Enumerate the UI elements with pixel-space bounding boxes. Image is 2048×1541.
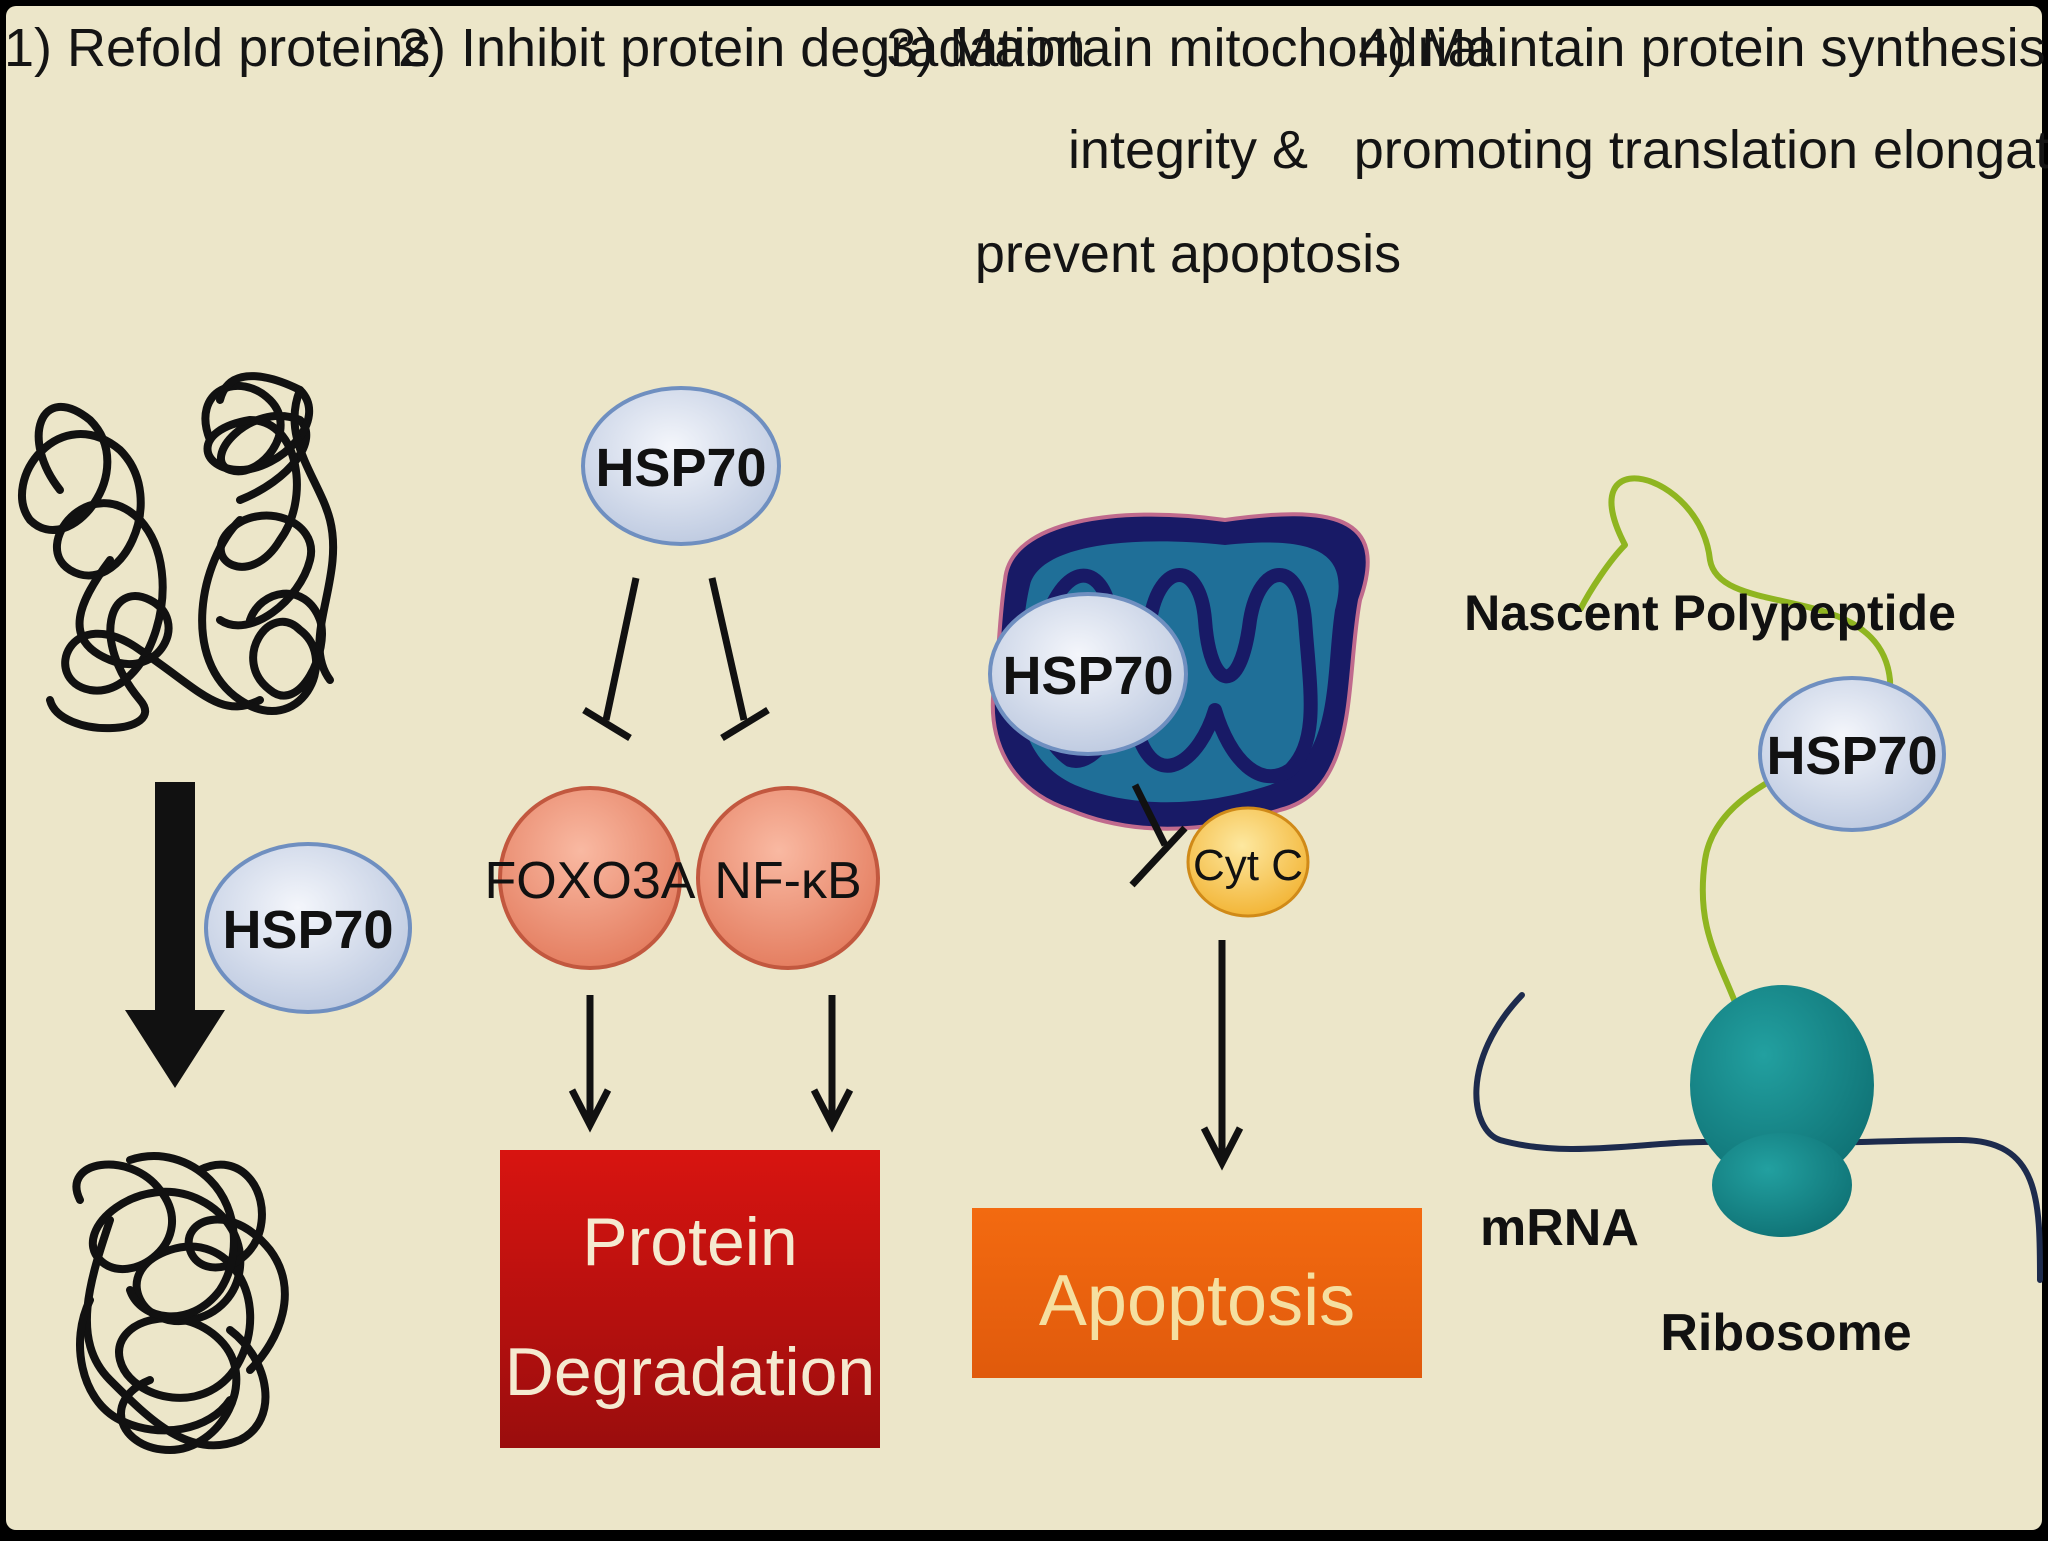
nascent-polypeptide-label: Nascent Polypeptide — [1464, 585, 1956, 641]
unfolded-protein-icon — [18, 372, 338, 733]
refold-arrow-head — [125, 1010, 225, 1088]
protein-degradation-label-line-2: Degradation — [505, 1334, 875, 1410]
inhibit-foxo3a-line — [602, 577, 640, 721]
foxo3a-node: FOXO3A — [485, 786, 696, 970]
panel-3-title-line-1: 3) Maintain mitochondrial — [886, 18, 1489, 78]
apoptosis-box: Apoptosis — [972, 1208, 1422, 1378]
inhibit-cytc-edge — [1129, 783, 1188, 888]
hsp70-label: HSP70 — [595, 438, 766, 498]
inhibit-nfkb-line — [708, 577, 748, 721]
panel-4-title-line-2: promoting translation elongation — [1354, 120, 2048, 180]
ribosome-icon — [1690, 985, 1874, 1237]
panel-1: HSP70 — [18, 372, 412, 1454]
refold-arrow-shaft — [155, 782, 195, 1012]
inhibit-foxo3a-bar — [582, 707, 632, 741]
hsp70-node: HSP70 — [204, 842, 412, 1014]
nfkb-label: NF-κB — [714, 852, 861, 910]
folded-protein-icon — [72, 1152, 289, 1454]
cytc-label: Cyt C — [1193, 841, 1303, 890]
hsp70-node: HSP70 — [1758, 676, 1946, 832]
panel-2-title: 2) Inhibit protein degradation — [398, 18, 1085, 78]
panel-4: Nascent Polypeptide HSP70 mRNA Ribosome — [1464, 475, 2043, 1362]
panel-3-title-line-2: integrity & — [1068, 120, 1308, 180]
nascent-polypeptide-chain — [1608, 475, 1894, 1018]
mrna-label: mRNA — [1480, 1199, 1639, 1257]
nascent-polypeptide-tail — [1577, 542, 1628, 612]
protein-degradation-box: Protein Degradation — [500, 1150, 880, 1448]
panel-1-title: 1) Refold proteins — [4, 18, 430, 78]
panel-titles: 1) Refold proteins 2) Inhibit protein de… — [4, 18, 2048, 284]
hsp70-node: HSP70 — [988, 592, 1188, 756]
panel-3: HSP70 Cyt C Apoptosis — [972, 512, 1422, 1378]
hsp70-node: HSP70 — [581, 386, 781, 546]
panel-3-title-line-3: prevent apoptosis — [975, 224, 1401, 284]
inhibition-edges — [582, 577, 770, 741]
apoptosis-label: Apoptosis — [1039, 1261, 1355, 1341]
activation-arrows — [568, 995, 854, 1133]
foxo3a-label: FOXO3A — [485, 852, 696, 910]
panel-4-title-line-1: 4) Maintain protein synthesis by — [1358, 18, 2048, 78]
hsp70-label: HSP70 — [222, 900, 393, 960]
protein-degradation-label-line-1: Protein — [582, 1204, 797, 1280]
activation-arrow — [1200, 940, 1244, 1171]
nfkb-node: NF-κB — [696, 786, 880, 970]
ribosome-label: Ribosome — [1660, 1304, 1911, 1362]
inhibit-nfkb-bar — [720, 707, 770, 741]
hsp70-label: HSP70 — [1766, 726, 1937, 786]
hsp70-label: HSP70 — [1002, 646, 1173, 706]
panel-2: HSP70 FOXO3A NF-κB Protein Degradation — [485, 386, 880, 1448]
cytc-node: Cyt C — [1186, 806, 1310, 918]
